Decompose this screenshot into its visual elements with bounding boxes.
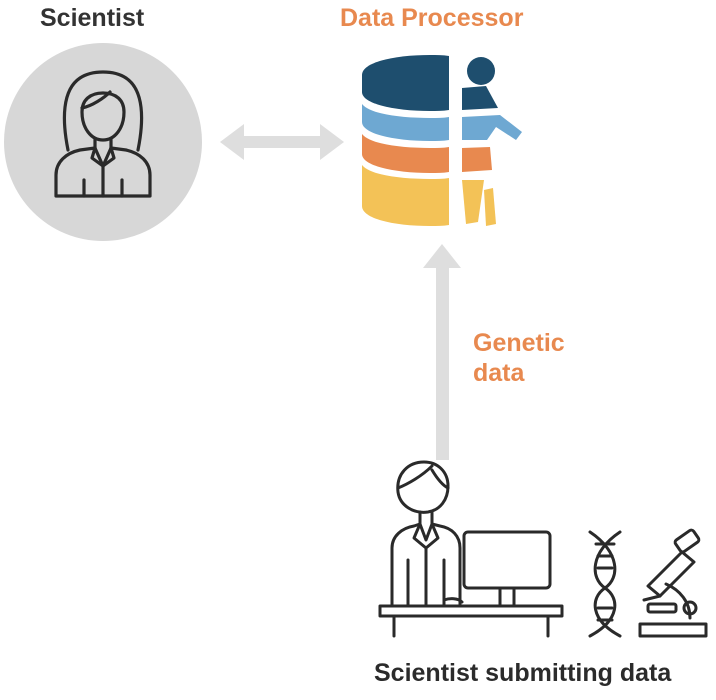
- arrow-left-head: [220, 124, 244, 160]
- bidirectional-arrow-shaft: [238, 136, 326, 148]
- genetic-data-label-line1: Genetic: [473, 329, 565, 357]
- researcher-at-computer-icon: [378, 460, 564, 638]
- scientist-avatar-icon: [54, 70, 152, 198]
- genetic-data-arrow-shaft: [436, 262, 449, 460]
- genetic-data-arrow: [423, 244, 461, 460]
- dna-helix-icon: [588, 530, 622, 638]
- microscope-icon: [638, 528, 708, 638]
- genetic-data-label-line2: data: [473, 359, 525, 387]
- scientist-node: [4, 43, 202, 241]
- scientist-circle: [4, 43, 202, 241]
- database-person-icon: [362, 55, 522, 226]
- genetic-data-label: Genetic data: [473, 328, 565, 388]
- data-processor-label: Data Processor: [340, 4, 524, 32]
- genetic-data-arrow-head: [423, 244, 461, 268]
- arrow-right-head: [320, 124, 344, 160]
- scientist-label: Scientist: [40, 4, 145, 32]
- scientist-submitting-label: Scientist submitting data: [374, 659, 672, 687]
- bidirectional-arrow: [220, 124, 344, 160]
